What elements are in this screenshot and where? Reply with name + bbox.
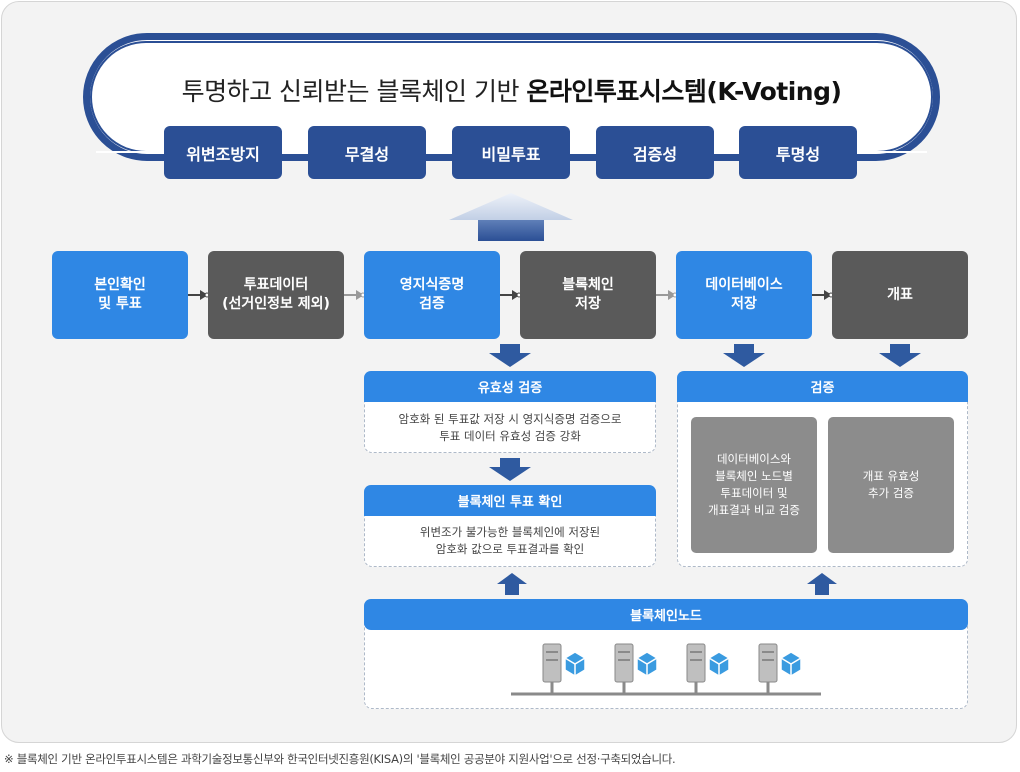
flow-arrow-icon (656, 290, 676, 300)
stage-vote-data: 투표데이터 (선거인정보 제외) (208, 251, 344, 339)
stage-zk-proof: 영지식증명 검증 (364, 251, 500, 339)
down-arrow-icon (489, 458, 531, 481)
principle-connector (714, 151, 739, 153)
server-icon (758, 643, 778, 683)
flow-arrow-icon (344, 290, 364, 300)
principle-connector (569, 151, 596, 153)
principle-anti-forgery: 위변조방지 (164, 126, 282, 179)
blockchain-nodes (511, 643, 821, 696)
server-icon (686, 643, 706, 683)
up-small-arrow-icon (497, 573, 527, 595)
validity-card-text: 암호화 된 투표값 저장 시 영지식증명 검증으로 투표 데이터 유효성 검증 … (398, 412, 622, 443)
principle-connector (281, 151, 308, 153)
banner-title-bold: 온라인투표시스템(K-Voting) (526, 77, 842, 106)
down-arrow-icon (489, 344, 531, 367)
server-icon (614, 643, 634, 683)
principle-secret-ballot: 비밀투표 (452, 126, 570, 179)
stage-database-store: 데이터베이스 저장 (676, 251, 812, 339)
flow-arrow-icon (188, 290, 208, 300)
down-arrow-icon (723, 344, 765, 367)
flow-arrow-icon (500, 290, 520, 300)
validity-card-title: 유효성 검증 (364, 371, 656, 402)
node-card-title: 블록체인노드 (364, 599, 968, 630)
verification-item-compare: 데이터베이스와 블록체인 노드별 투표데이터 및 개표결과 비교 검증 (691, 417, 817, 553)
stage-identity-vote: 본인확인 및 투표 (52, 251, 188, 339)
server-icon (542, 643, 562, 683)
server-node-3 (686, 643, 730, 694)
principle-integrity: 무결성 (308, 126, 426, 179)
stage-blockchain-store: 블록체인 저장 (520, 251, 656, 339)
principle-transparency: 투명성 (739, 126, 857, 179)
principle-connector (425, 151, 452, 153)
blockchain-check-card-title: 블록체인 투표 확인 (364, 485, 656, 516)
down-arrow-icon (879, 344, 921, 367)
server-node-2 (614, 643, 658, 694)
principle-connector (96, 151, 164, 153)
banner-title: 투명하고 신뢰받는 블록체인 기반 온라인투표시스템(K-Voting) (181, 77, 842, 106)
principle-connector (857, 151, 927, 153)
flow-arrow-icon (812, 290, 832, 300)
footnote: ※ 블록체인 기반 온라인투표시스템은 과학기술정보통신부와 한국인터넷진흥원(… (4, 752, 676, 766)
server-node-1 (542, 643, 586, 694)
blockchain-check-card-text: 위변조가 불가능한 블록체인에 저장된 암호화 값으로 투표결과를 확인 (419, 525, 601, 556)
verification-card-title: 검증 (677, 371, 968, 402)
up-arrow-icon (449, 193, 573, 241)
up-small-arrow-icon (807, 573, 837, 595)
principle-verifiability: 검증성 (596, 126, 714, 179)
verification-item-counting: 개표 유효성 추가 검증 (828, 417, 954, 553)
server-node-4 (758, 643, 802, 694)
stage-counting: 개표 (832, 251, 968, 339)
